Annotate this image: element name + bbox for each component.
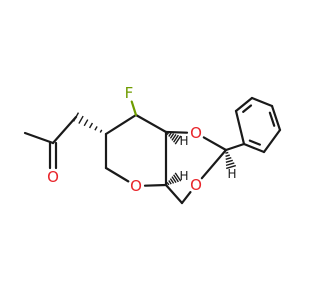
stereo-hash-h-bottom xyxy=(166,172,182,186)
atom-o-ring-top: O xyxy=(190,124,202,142)
atom-h-acetal: H xyxy=(227,167,236,181)
bond xyxy=(180,191,192,205)
atom-f: F xyxy=(125,84,134,102)
atom-h-top: H xyxy=(179,134,188,148)
phenyl-double-bond xyxy=(248,139,261,146)
stereo-hash-h-top xyxy=(166,131,182,145)
atom-o-pyran: O xyxy=(130,177,142,195)
bond xyxy=(104,166,130,183)
bond-acetal-phenyl xyxy=(224,142,246,152)
phenyl-bond xyxy=(242,142,266,154)
bond xyxy=(51,115,78,145)
bond xyxy=(143,183,168,187)
phenyl-bond xyxy=(234,96,254,113)
bond xyxy=(202,136,228,152)
stereo-hash-bond xyxy=(72,112,103,133)
phenyl-bond xyxy=(262,128,282,154)
bond xyxy=(200,148,228,180)
atom-o-ring-bottom: O xyxy=(190,176,202,194)
phenyl-bond xyxy=(250,96,274,108)
phenyl-bond xyxy=(270,104,282,132)
bond xyxy=(23,131,55,145)
bond xyxy=(104,113,138,136)
bond xyxy=(134,113,168,134)
phenyl-double-bond xyxy=(242,104,253,113)
phenyl-bond xyxy=(234,109,246,146)
stereo-hash-h-acetal xyxy=(225,151,236,170)
atom-o-ketone: O xyxy=(47,168,59,186)
bond xyxy=(164,183,184,205)
bond xyxy=(164,130,189,134)
bond-c-f xyxy=(130,100,138,117)
atom-h-bottom: H xyxy=(179,169,188,183)
phenyl-double-bond xyxy=(268,111,276,127)
